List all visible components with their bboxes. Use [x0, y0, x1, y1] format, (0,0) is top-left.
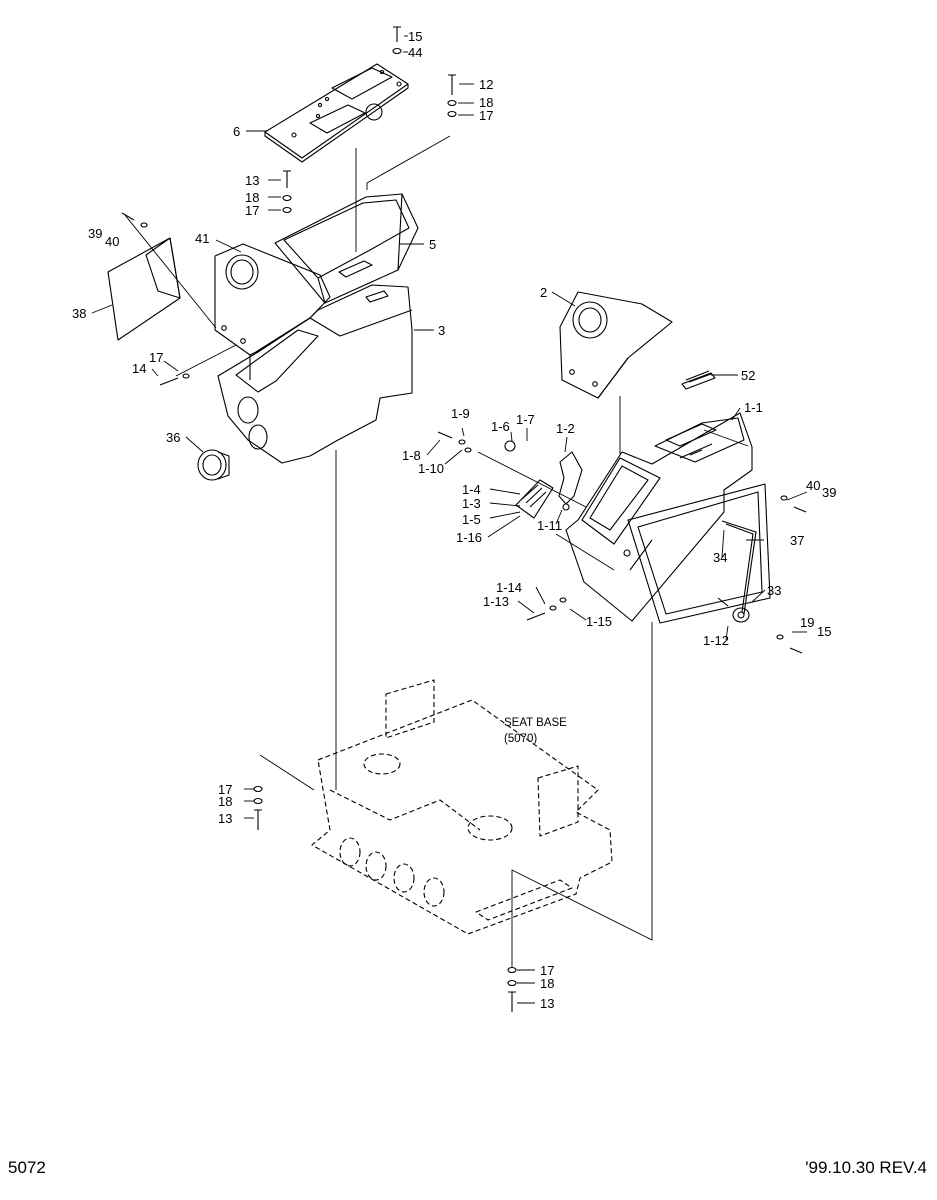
- callout-label: 1-6: [491, 419, 510, 434]
- callout-label: 18: [218, 794, 232, 809]
- callout-label: 44: [408, 45, 422, 60]
- fasteners: [121, 26, 807, 1012]
- callout-label: 18: [245, 190, 259, 205]
- callout-label: 39: [822, 485, 836, 500]
- callout-label: 1-5: [462, 512, 481, 527]
- switch-part: [681, 370, 716, 390]
- page-number: 5072: [8, 1158, 46, 1177]
- callout-label: 41: [195, 231, 209, 246]
- callout-label: 52: [741, 368, 755, 383]
- callout-label: 36: [166, 430, 180, 445]
- callout-label: 1-12: [703, 633, 729, 648]
- grommet-part: [197, 449, 230, 481]
- revision-date: '99.10.30 REV.4: [805, 1158, 927, 1177]
- callout-label: 13: [218, 811, 232, 826]
- callout-label: 1-16: [456, 530, 482, 545]
- callout-label: 15: [408, 29, 422, 44]
- callout-label: 1-1: [744, 400, 763, 415]
- callout-label: 19: [800, 615, 814, 630]
- callout-label: 1-9: [451, 406, 470, 421]
- seat-base-label: SEAT BASE: [504, 717, 567, 729]
- callout-label: 5: [429, 237, 436, 252]
- callout-label: 12: [479, 77, 493, 92]
- callout-label: 1-13: [483, 594, 509, 609]
- seat-base-ref: (5070): [504, 733, 537, 745]
- callout-label: 38: [72, 306, 86, 321]
- left-side-panel-part: [107, 237, 181, 341]
- callout-label: 34: [713, 550, 727, 565]
- callout-label: 39: [88, 226, 102, 241]
- callout-label: 15: [817, 624, 831, 639]
- callout-label: 2: [540, 285, 547, 300]
- callout-label: 1-3: [462, 496, 481, 511]
- callout-label: 13: [540, 996, 554, 1011]
- callout-label: 14: [132, 361, 146, 376]
- callout-label: 17: [245, 203, 259, 218]
- callout-label: 18: [479, 95, 493, 110]
- callout-label: 1-11: [537, 518, 562, 533]
- callout-label: 1-7: [516, 412, 535, 427]
- callout-label: 1-10: [418, 461, 444, 476]
- callout-label: 1-14: [496, 580, 522, 595]
- upper-console-box-part: [214, 243, 331, 380]
- callout-labels: 15 44 12 18 17 6 13 18 17 39 40 41 5 38 …: [72, 29, 836, 1011]
- callout-label: 17: [479, 108, 493, 123]
- seat-base-reference-part: [311, 679, 613, 935]
- callout-label: 17: [218, 782, 232, 797]
- callout-label: 13: [245, 173, 259, 188]
- callout-label: 6: [233, 124, 240, 139]
- callout-label: 1-8: [402, 448, 421, 463]
- callout-label: 3: [438, 323, 445, 338]
- callout-label: 1-2: [556, 421, 575, 436]
- right-console-body-part: [565, 412, 753, 622]
- callout-label: 40: [806, 478, 820, 493]
- right-upper-console-box-part: [559, 291, 673, 399]
- callout-label: 40: [105, 234, 119, 249]
- callout-label: 1-4: [462, 482, 481, 497]
- cover-plate-part: [264, 63, 409, 163]
- right-side-panel-part: [627, 483, 771, 624]
- leader-lines: [91, 35, 808, 1004]
- callout-label: 17: [540, 963, 554, 978]
- callout-label: 37: [790, 533, 804, 548]
- callout-label: 17: [149, 350, 163, 365]
- callout-label: 33: [767, 583, 781, 598]
- bracket-assembly-part: [504, 440, 583, 519]
- left-console-body-part: [217, 284, 413, 464]
- callout-label: 18: [540, 976, 554, 991]
- callout-label: 1-15: [586, 614, 612, 629]
- lever-rod-part: [721, 520, 757, 623]
